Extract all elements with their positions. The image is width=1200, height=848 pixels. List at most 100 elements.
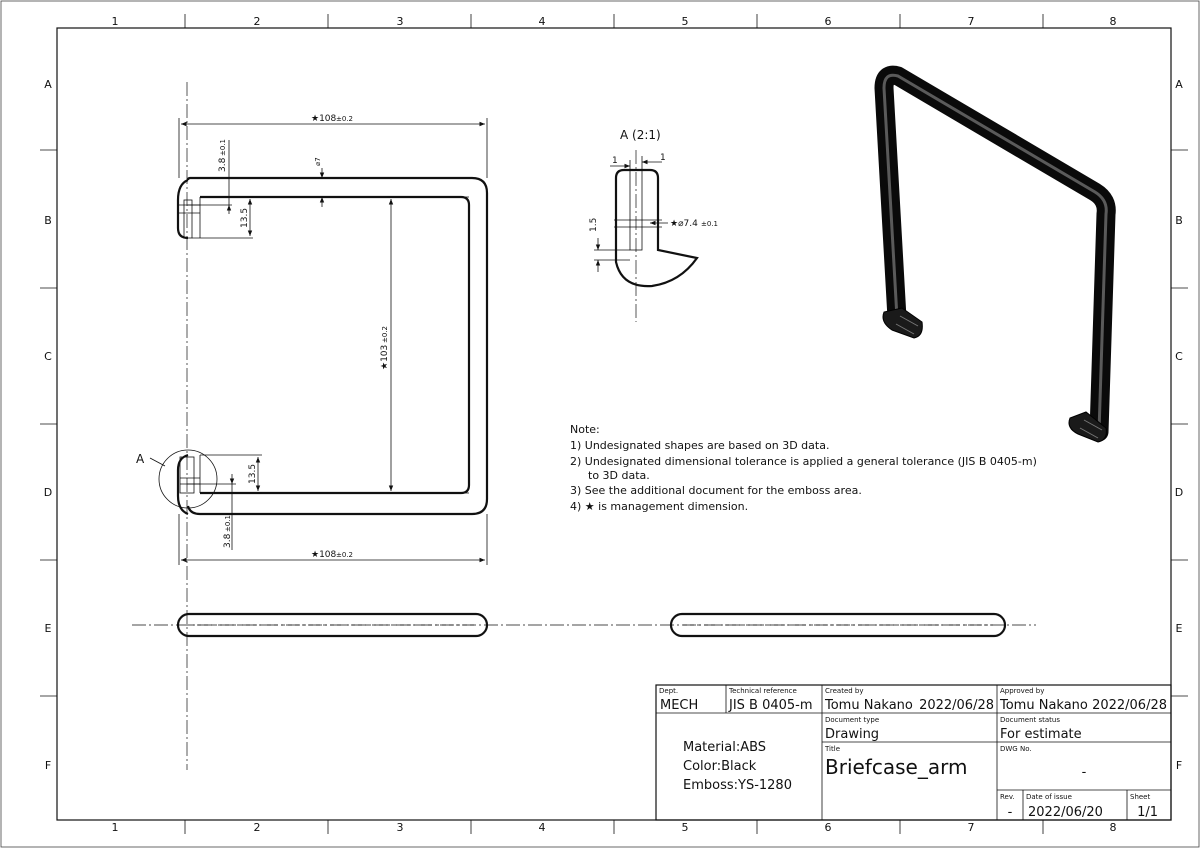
dim-offset-top-tol: ±0.1 [219, 139, 227, 156]
dim-top-width: ★108 ±0.2 [178, 114, 488, 178]
note-line: 4) ★ is management dimension. [570, 500, 748, 513]
tb-created-label: Created by [825, 687, 864, 695]
dim-slot-bottom-value: 13.5 [248, 464, 258, 484]
dim-height-value: ★103 [380, 345, 390, 370]
col-label: 4 [539, 15, 546, 28]
tb-sheet: 1/1 [1137, 805, 1158, 820]
tb-rev-label: Rev. [1000, 793, 1015, 801]
dim-offset-bottom: 3.8 ±0.1 [187, 474, 236, 550]
front-view: A [136, 82, 489, 770]
tb-rev: - [1008, 805, 1013, 820]
title-block: Dept. MECH Technical reference JIS B 040… [655, 684, 1172, 821]
row-label: C [1175, 350, 1183, 363]
row-label: D [44, 486, 52, 499]
detail-dim-right: 1 [660, 153, 666, 163]
tb-created-date: 2022/06/28 [919, 698, 994, 713]
row-label: B [44, 214, 52, 227]
tb-tech-ref: JIS B 0405-m [728, 698, 813, 713]
tb-sheet-label: Sheet [1130, 793, 1150, 801]
side-view-right [669, 612, 1007, 638]
row-ticks [40, 149, 1188, 697]
col-label: 8 [1110, 821, 1117, 834]
tb-created-by: Tomu Nakano [824, 698, 913, 713]
notes-heading: Note: [570, 423, 600, 436]
tb-dwg-no: - [1082, 765, 1087, 780]
col-label: 1 [112, 15, 119, 28]
detail-marker-label: A [136, 452, 145, 466]
detail-title: A (2:1) [620, 128, 661, 142]
dim-slot-top: 13.5 [192, 196, 253, 239]
dim-offset-bottom-value: 3.8 [223, 533, 233, 548]
detail-pin-diameter-tol: ±0.1 [701, 220, 718, 228]
row-labels-right: A B C D E F [1175, 78, 1183, 772]
col-label: 1 [112, 821, 119, 834]
isometric-end-cap-top [882, 307, 923, 339]
dim-top-width-value: ★108 [311, 114, 337, 124]
tb-material: Material:ABS [683, 740, 766, 755]
column-labels-top: 1 2 3 4 5 6 7 8 [112, 15, 1117, 28]
row-label: E [1176, 622, 1183, 635]
tb-title-label: Title [824, 745, 840, 753]
tb-doc-status: For estimate [1000, 727, 1082, 742]
row-label: A [44, 78, 52, 91]
tb-title: Briefcase_arm [825, 755, 967, 779]
col-label: 2 [254, 15, 261, 28]
dim-offset-top: 3.8 ±0.1 [187, 139, 232, 214]
note-line: 1) Undesignated shapes are based on 3D d… [570, 439, 829, 452]
col-label: 5 [682, 821, 689, 834]
row-label: F [1176, 759, 1182, 772]
col-label: 7 [968, 821, 975, 834]
dim-offset-bottom-tol: ±0.1 [224, 515, 232, 532]
side-view-left [176, 612, 489, 638]
tb-doc-type-label: Document type [825, 716, 879, 724]
dim-diameter: ⌀7 [314, 157, 325, 207]
row-label: D [1175, 486, 1183, 499]
col-label: 5 [682, 15, 689, 28]
dim-height: ★103 ±0.2 [380, 196, 469, 494]
tb-color: Color:Black [683, 759, 757, 774]
tb-issue-date: 2022/06/20 [1028, 805, 1103, 820]
note-line: 3) See the additional document for the e… [570, 484, 862, 497]
col-label: 6 [825, 821, 832, 834]
isometric-end-cap-bottom [1068, 411, 1107, 443]
dim-bottom-width-tol: ±0.2 [336, 551, 353, 559]
col-label: 4 [539, 821, 546, 834]
detail-dim-height: 1.5 [589, 218, 599, 232]
tb-approved-date: 2022/06/28 [1092, 698, 1167, 713]
col-label: 7 [968, 15, 975, 28]
col-label: 2 [254, 821, 261, 834]
row-label: A [1175, 78, 1183, 91]
row-label: E [45, 622, 52, 635]
row-label: F [45, 759, 51, 772]
row-label: C [44, 350, 52, 363]
tb-doc-status-label: Document status [1000, 716, 1060, 724]
tb-issue-label: Date of issue [1026, 793, 1072, 801]
dim-diameter-value: ⌀7 [314, 157, 322, 166]
dim-bottom-width: ★108 ±0.2 [178, 514, 488, 565]
col-label: 3 [397, 15, 404, 28]
tb-doc-type: Drawing [825, 727, 879, 742]
column-labels-bottom: 1 2 3 4 5 6 7 8 [112, 821, 1117, 834]
notes-block: Note: 1) Undesignated shapes are based o… [570, 423, 1037, 513]
note-line: 2) Undesignated dimensional tolerance is… [570, 455, 1037, 468]
detail-dim-left: 1 [612, 156, 618, 166]
tb-dwg-no-label: DWG No. [1000, 745, 1032, 753]
row-labels-left: A B C D E F [44, 78, 52, 772]
col-label: 8 [1110, 15, 1117, 28]
isometric-view [874, 65, 1116, 443]
detail-view: A (2:1) 1 1 1.5 ★⌀7.4 ±0.1 [589, 128, 718, 322]
note-line: to 3D data. [588, 469, 650, 482]
tb-tech-ref-label: Technical reference [728, 687, 797, 695]
tb-dept-label: Dept. [659, 687, 678, 695]
dim-slot-top-value: 13.5 [240, 208, 250, 228]
dim-height-tol: ±0.2 [381, 326, 389, 343]
dim-offset-top-value: 3.8 [218, 157, 228, 172]
dim-bottom-width-value: ★108 [311, 550, 337, 560]
col-label: 6 [825, 15, 832, 28]
dim-slot-bottom: 13.5 [200, 454, 262, 494]
dim-top-width-tol: ±0.2 [336, 115, 353, 123]
col-label: 3 [397, 821, 404, 834]
column-ticks [184, 14, 1044, 834]
tb-emboss: Emboss:YS-1280 [683, 778, 792, 793]
